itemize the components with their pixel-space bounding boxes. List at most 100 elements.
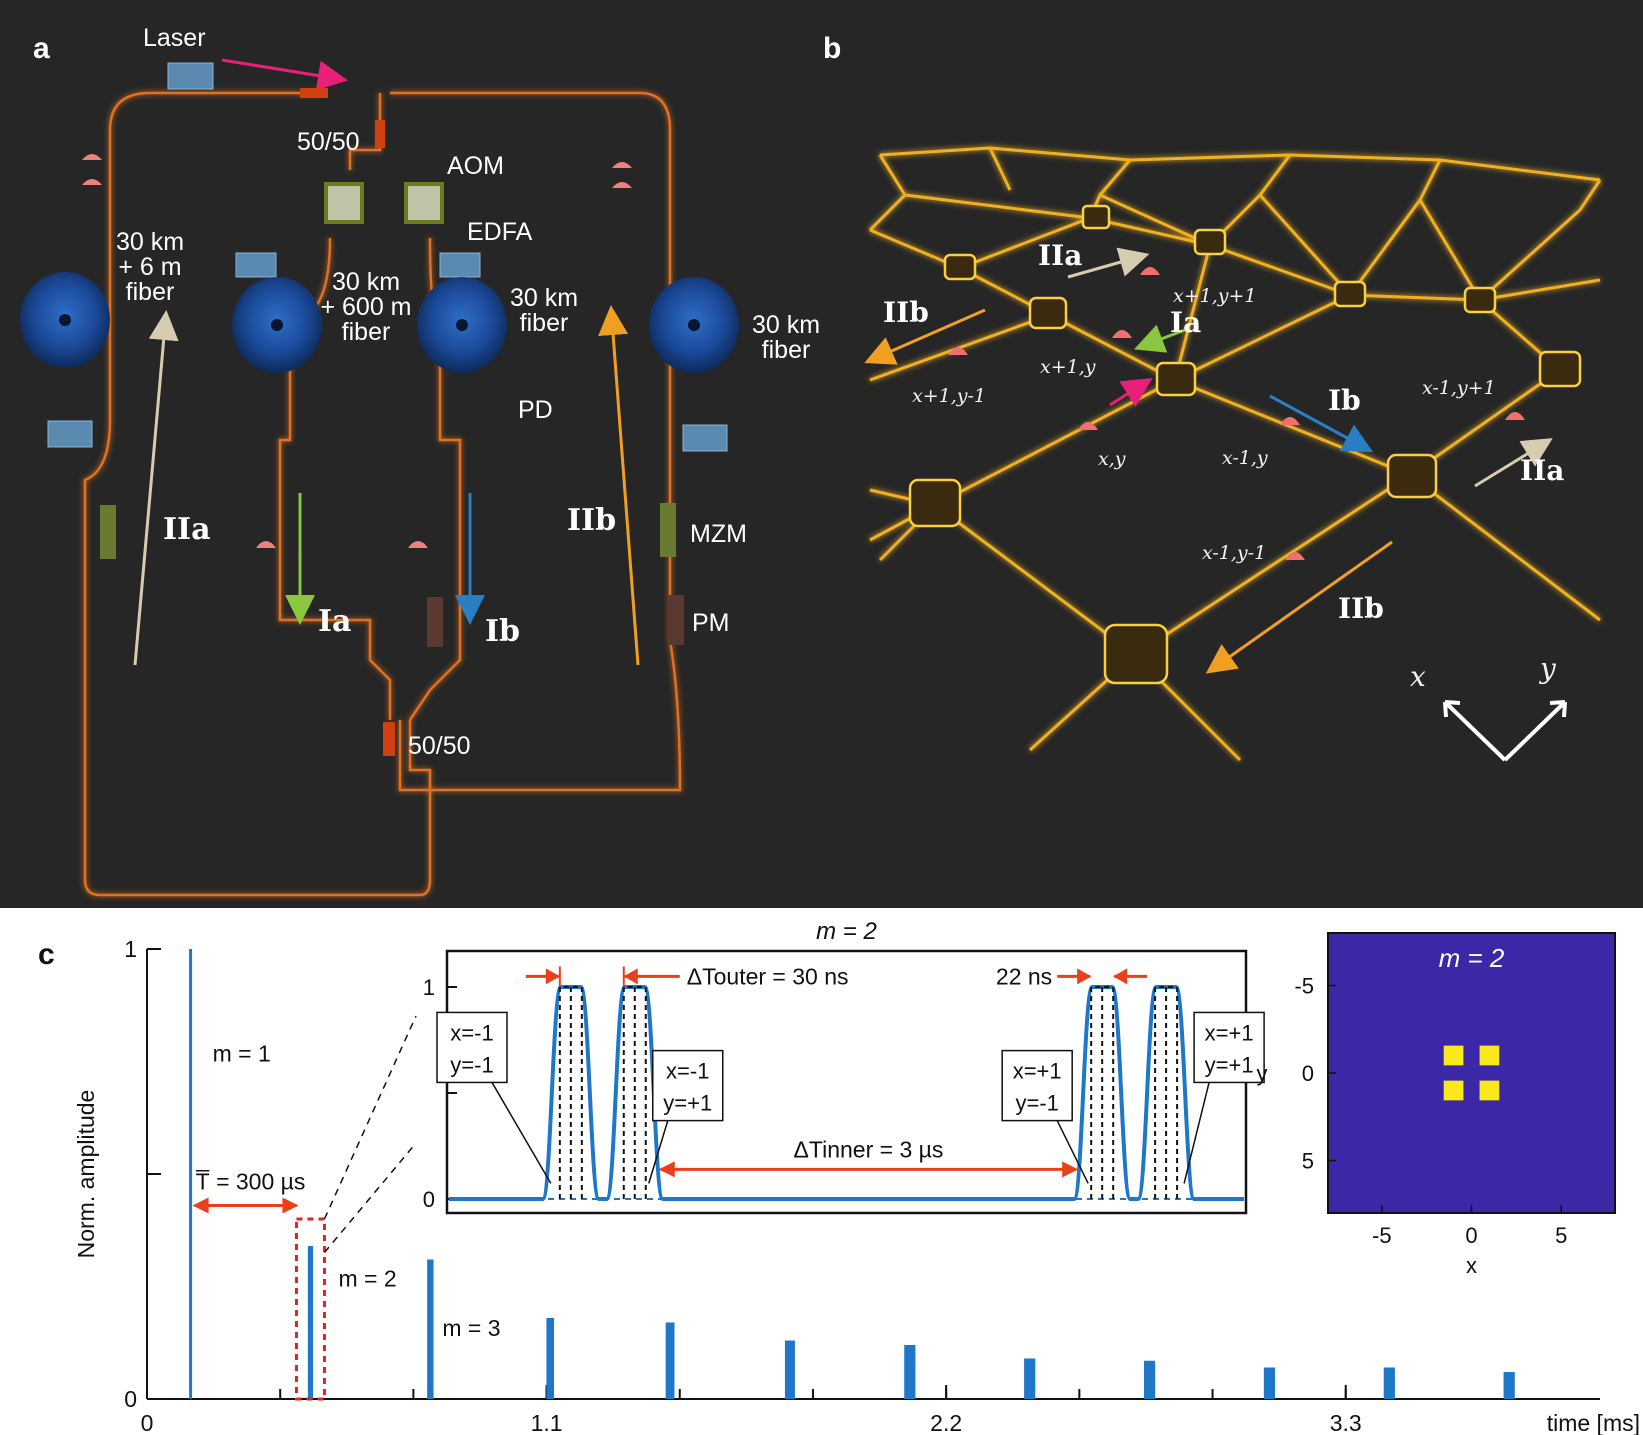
width-arrow-head-right [1113, 968, 1128, 985]
axis-x-label: x [1410, 660, 1426, 693]
fiber-4-label: 30 km fiber [746, 313, 826, 363]
period-arrow-head-left [192, 1197, 209, 1214]
pd-box-outer-left [47, 420, 93, 448]
coord-box-pointer [1183, 1082, 1210, 1184]
fiber-2-line-3: fiber [341, 318, 391, 346]
heatmap-x-label: x [1466, 1253, 1477, 1278]
mzm-left [100, 505, 116, 559]
node-x1-y-label: x+1,y [1040, 356, 1096, 378]
period-label: T̅ = 300 µs [196, 1169, 306, 1195]
arrow-b-IIb-bottom [1205, 540, 1393, 674]
pulse-bar [1143, 1360, 1156, 1399]
coord-box-line-1: x=+1 [1013, 1059, 1062, 1084]
period-arrow-head-right [282, 1197, 299, 1214]
coord-box [1001, 1049, 1073, 1122]
heatmap-y-tick-label: -5 [1294, 974, 1314, 999]
heatmap-y-label: y [1257, 1061, 1268, 1086]
panel-c-letter: c [38, 938, 55, 971]
inset-reference-pulse [558, 986, 583, 1199]
pulse-markers-a [82, 154, 632, 548]
pulse-bar [904, 1345, 916, 1399]
panel-b-letter: b [823, 32, 842, 65]
setup-illustration-background [0, 0, 1643, 908]
aom-box-right [404, 182, 444, 224]
inner-arrow-head-right [1062, 1161, 1079, 1178]
b-Ia-label: Ia [1170, 306, 1202, 339]
arrow-b-Ia [1133, 324, 1191, 353]
pd-box-outer-right [682, 424, 728, 452]
inset-y-tick-label: 1 [423, 975, 435, 1000]
laser-label: Laser [143, 24, 206, 52]
inset-reference-pulse [622, 986, 647, 1199]
outer-label: ΔTouter = 30 ns [687, 963, 849, 989]
heatmap-frame [1327, 932, 1616, 1214]
pulse-bar [1383, 1367, 1395, 1399]
inner-arrow-head-left [658, 1161, 675, 1178]
zoom-line-bottom [323, 1142, 417, 1253]
fiber-3-label: 30 km fiber [504, 286, 584, 336]
y-tick-label: 0 [124, 1386, 137, 1412]
pm-left [427, 597, 443, 647]
outer-arrow-head-left [545, 968, 560, 985]
outer-arrow-head-right [623, 968, 638, 985]
coord-box-pointer [1056, 1120, 1089, 1184]
arrow-b-pink [1109, 377, 1153, 407]
pulse-bar [427, 1259, 434, 1399]
heatmap-cell [1479, 1045, 1500, 1066]
coord-box-line-2: y=+1 [663, 1091, 712, 1116]
arrow-b-Ib [1269, 394, 1374, 453]
x-axis-label: time [ms] [1547, 1410, 1640, 1435]
fiber-4-line-1: 30 km [751, 311, 821, 339]
heatmap-cell [1443, 1045, 1464, 1066]
coord-box-pointer [491, 1082, 552, 1184]
fiber-3-line-2: fiber [519, 309, 569, 337]
node-xm1-y-label: x-1,y [1222, 447, 1268, 469]
node-x1-ym1-label: x+1,y-1 [912, 385, 987, 407]
zoom-line-top [323, 1015, 417, 1220]
laser-box [167, 62, 214, 90]
node-xm1-ym1-label: x-1,y-1 [1202, 542, 1267, 564]
pulse-bar [189, 949, 193, 1399]
heatmap-x-tick-label: 0 [1465, 1223, 1477, 1248]
b-IIa-right-label: IIa [1520, 454, 1565, 487]
loop-IIb-label: IIb [567, 503, 617, 538]
aom-label: AOM [447, 152, 504, 180]
loop-IIa-label: IIa [163, 512, 211, 547]
b-IIb-left-label: IIb [883, 296, 929, 329]
heatmap-y-tick-label: 5 [1302, 1149, 1314, 1174]
coord-box [1193, 1011, 1265, 1084]
pd-box-right [439, 252, 481, 278]
inset-reference-pulse [1090, 986, 1115, 1199]
y-axis-label: Norm. amplitude [73, 1090, 99, 1259]
fiber-1-line-1: 30 km [115, 228, 185, 256]
coord-box-line-2: y=-1 [450, 1052, 493, 1077]
coupler-top-2 [375, 120, 385, 148]
lattice-nodes [908, 204, 1582, 685]
heatmap-cell [1479, 1080, 1500, 1101]
b-IIa-top-label: IIa [1038, 239, 1083, 272]
loop-Ia-label: Ia [318, 604, 352, 639]
fiber-4-line-2: fiber [761, 336, 811, 364]
coord-box-line-2: y=+1 [1205, 1052, 1254, 1077]
node-x-y-label: x,y [1098, 448, 1126, 470]
coord-box-line-1: x=-1 [450, 1020, 493, 1045]
node-x1-y1-label: x+1,y+1 [1173, 285, 1257, 307]
pulse-bar [546, 1318, 555, 1399]
b-Ib-label: Ib [1328, 384, 1361, 417]
pulse-bar [1024, 1358, 1036, 1399]
zoom-box [294, 1217, 326, 1401]
coord-box-line-1: x=+1 [1205, 1020, 1254, 1045]
splitter-top-label: 50/50 [297, 128, 360, 156]
arrow-IIa [133, 310, 179, 666]
splitter-bottom-label: 50/50 [408, 732, 471, 760]
heatmap-y-tick-label: 0 [1302, 1061, 1314, 1086]
heatmap-title: m = 2 [1439, 943, 1505, 973]
coord-box [652, 1049, 724, 1122]
pulse-markers-b [948, 267, 1525, 560]
inner-label: ΔTinner = 3 µs [794, 1136, 944, 1162]
arrow-b-IIa-top [1067, 247, 1150, 279]
arrow-b-IIb-left [864, 308, 986, 365]
y-tick-label: 1 [124, 936, 137, 962]
coord-box-line-2: y=-1 [1015, 1091, 1058, 1116]
